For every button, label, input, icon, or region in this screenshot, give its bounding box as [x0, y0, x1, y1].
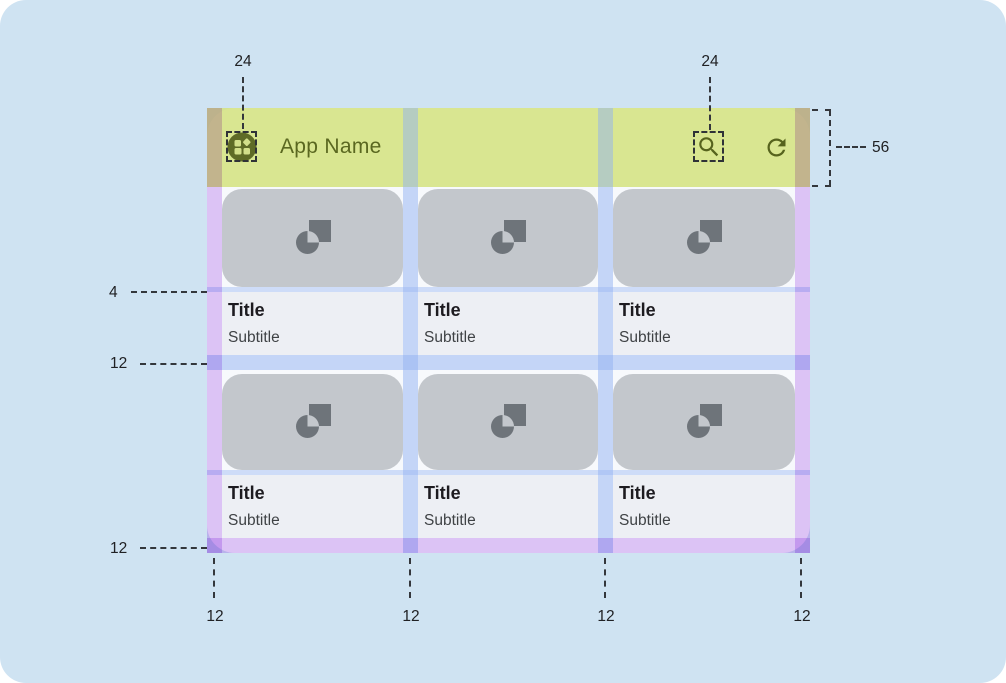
card-subtitle: Subtitle	[619, 329, 671, 346]
annotation-bottom-spacing: 12	[793, 608, 811, 625]
annotation-line	[242, 77, 244, 129]
right-margin-highlight	[795, 108, 810, 553]
annotation-row-gap: 12	[110, 355, 128, 372]
image-placeholder-icon	[292, 215, 334, 262]
app-logo-grid-icon[interactable]	[227, 132, 257, 162]
image-placeholder-icon	[487, 399, 529, 446]
annotation-line	[140, 547, 207, 549]
card-title: Title	[424, 483, 461, 503]
annotation-line	[409, 558, 411, 598]
image-placeholder-icon	[683, 399, 725, 446]
image-text-gap-highlight	[207, 287, 810, 292]
card-subtitle: Subtitle	[424, 512, 476, 529]
card-text[interactable]: Title Subtitle	[222, 292, 403, 355]
left-margin-highlight	[207, 108, 222, 553]
card-title: Title	[424, 300, 461, 320]
annotation-appbar-height: 56	[872, 139, 890, 156]
annotation-line	[829, 110, 831, 186]
card-subtitle: Subtitle	[619, 512, 671, 529]
annotation-bottom-spacing: 12	[597, 608, 615, 625]
card-title: Title	[619, 483, 656, 503]
card-image-placeholder[interactable]	[613, 189, 795, 287]
icon-size-annotation-box	[693, 131, 724, 162]
card-text[interactable]: Title Subtitle	[613, 292, 795, 355]
app-title: App Name	[280, 135, 382, 158]
image-placeholder-icon	[487, 215, 529, 262]
layout-overlays: App Name	[207, 108, 810, 553]
card-text[interactable]: Title Subtitle	[222, 475, 403, 538]
annotation-line	[836, 146, 866, 148]
bottom-margin-highlight	[207, 538, 810, 553]
card-image-placeholder[interactable]	[222, 189, 403, 287]
card-subtitle: Subtitle	[228, 329, 280, 346]
card-subtitle: Subtitle	[424, 329, 476, 346]
image-text-gap-highlight	[207, 470, 810, 475]
annotation-icon-size-left: 24	[234, 53, 252, 70]
annotation-line	[140, 363, 207, 365]
annotation-line	[213, 558, 215, 598]
gutter-highlight	[598, 108, 613, 553]
card-text[interactable]: Title Subtitle	[418, 475, 598, 538]
image-placeholder-icon	[292, 399, 334, 446]
annotation-line	[800, 558, 802, 598]
annotation-line	[131, 291, 207, 293]
gutter-highlight	[403, 108, 418, 553]
annotation-bottom-spacing: 12	[402, 608, 420, 625]
card-text[interactable]: Title Subtitle	[613, 475, 795, 538]
search-icon[interactable]	[696, 134, 722, 160]
annotation-image-text-gap: 4	[109, 284, 118, 301]
row-gap-highlight	[207, 355, 810, 370]
annotation-bottom-spacing: 12	[206, 608, 224, 625]
image-placeholder-icon	[683, 215, 725, 262]
icon-size-annotation-box	[226, 131, 257, 162]
annotation-line	[604, 558, 606, 598]
card-subtitle: Subtitle	[228, 512, 280, 529]
card-image-placeholder[interactable]	[418, 189, 598, 287]
card-image-placeholder[interactable]	[418, 374, 598, 470]
card-title: Title	[619, 300, 656, 320]
card-title: Title	[228, 300, 265, 320]
annotation-line	[812, 185, 831, 187]
annotation-line	[812, 109, 831, 111]
annotation-line	[709, 77, 711, 130]
annotation-icon-size-right: 24	[701, 53, 719, 70]
annotation-bottom-margin: 12	[110, 540, 128, 557]
refresh-icon[interactable]	[763, 134, 790, 161]
card-text[interactable]: Title Subtitle	[418, 292, 598, 355]
card-image-placeholder[interactable]	[613, 374, 795, 470]
card-image-placeholder[interactable]	[222, 374, 403, 470]
card-title: Title	[228, 483, 265, 503]
